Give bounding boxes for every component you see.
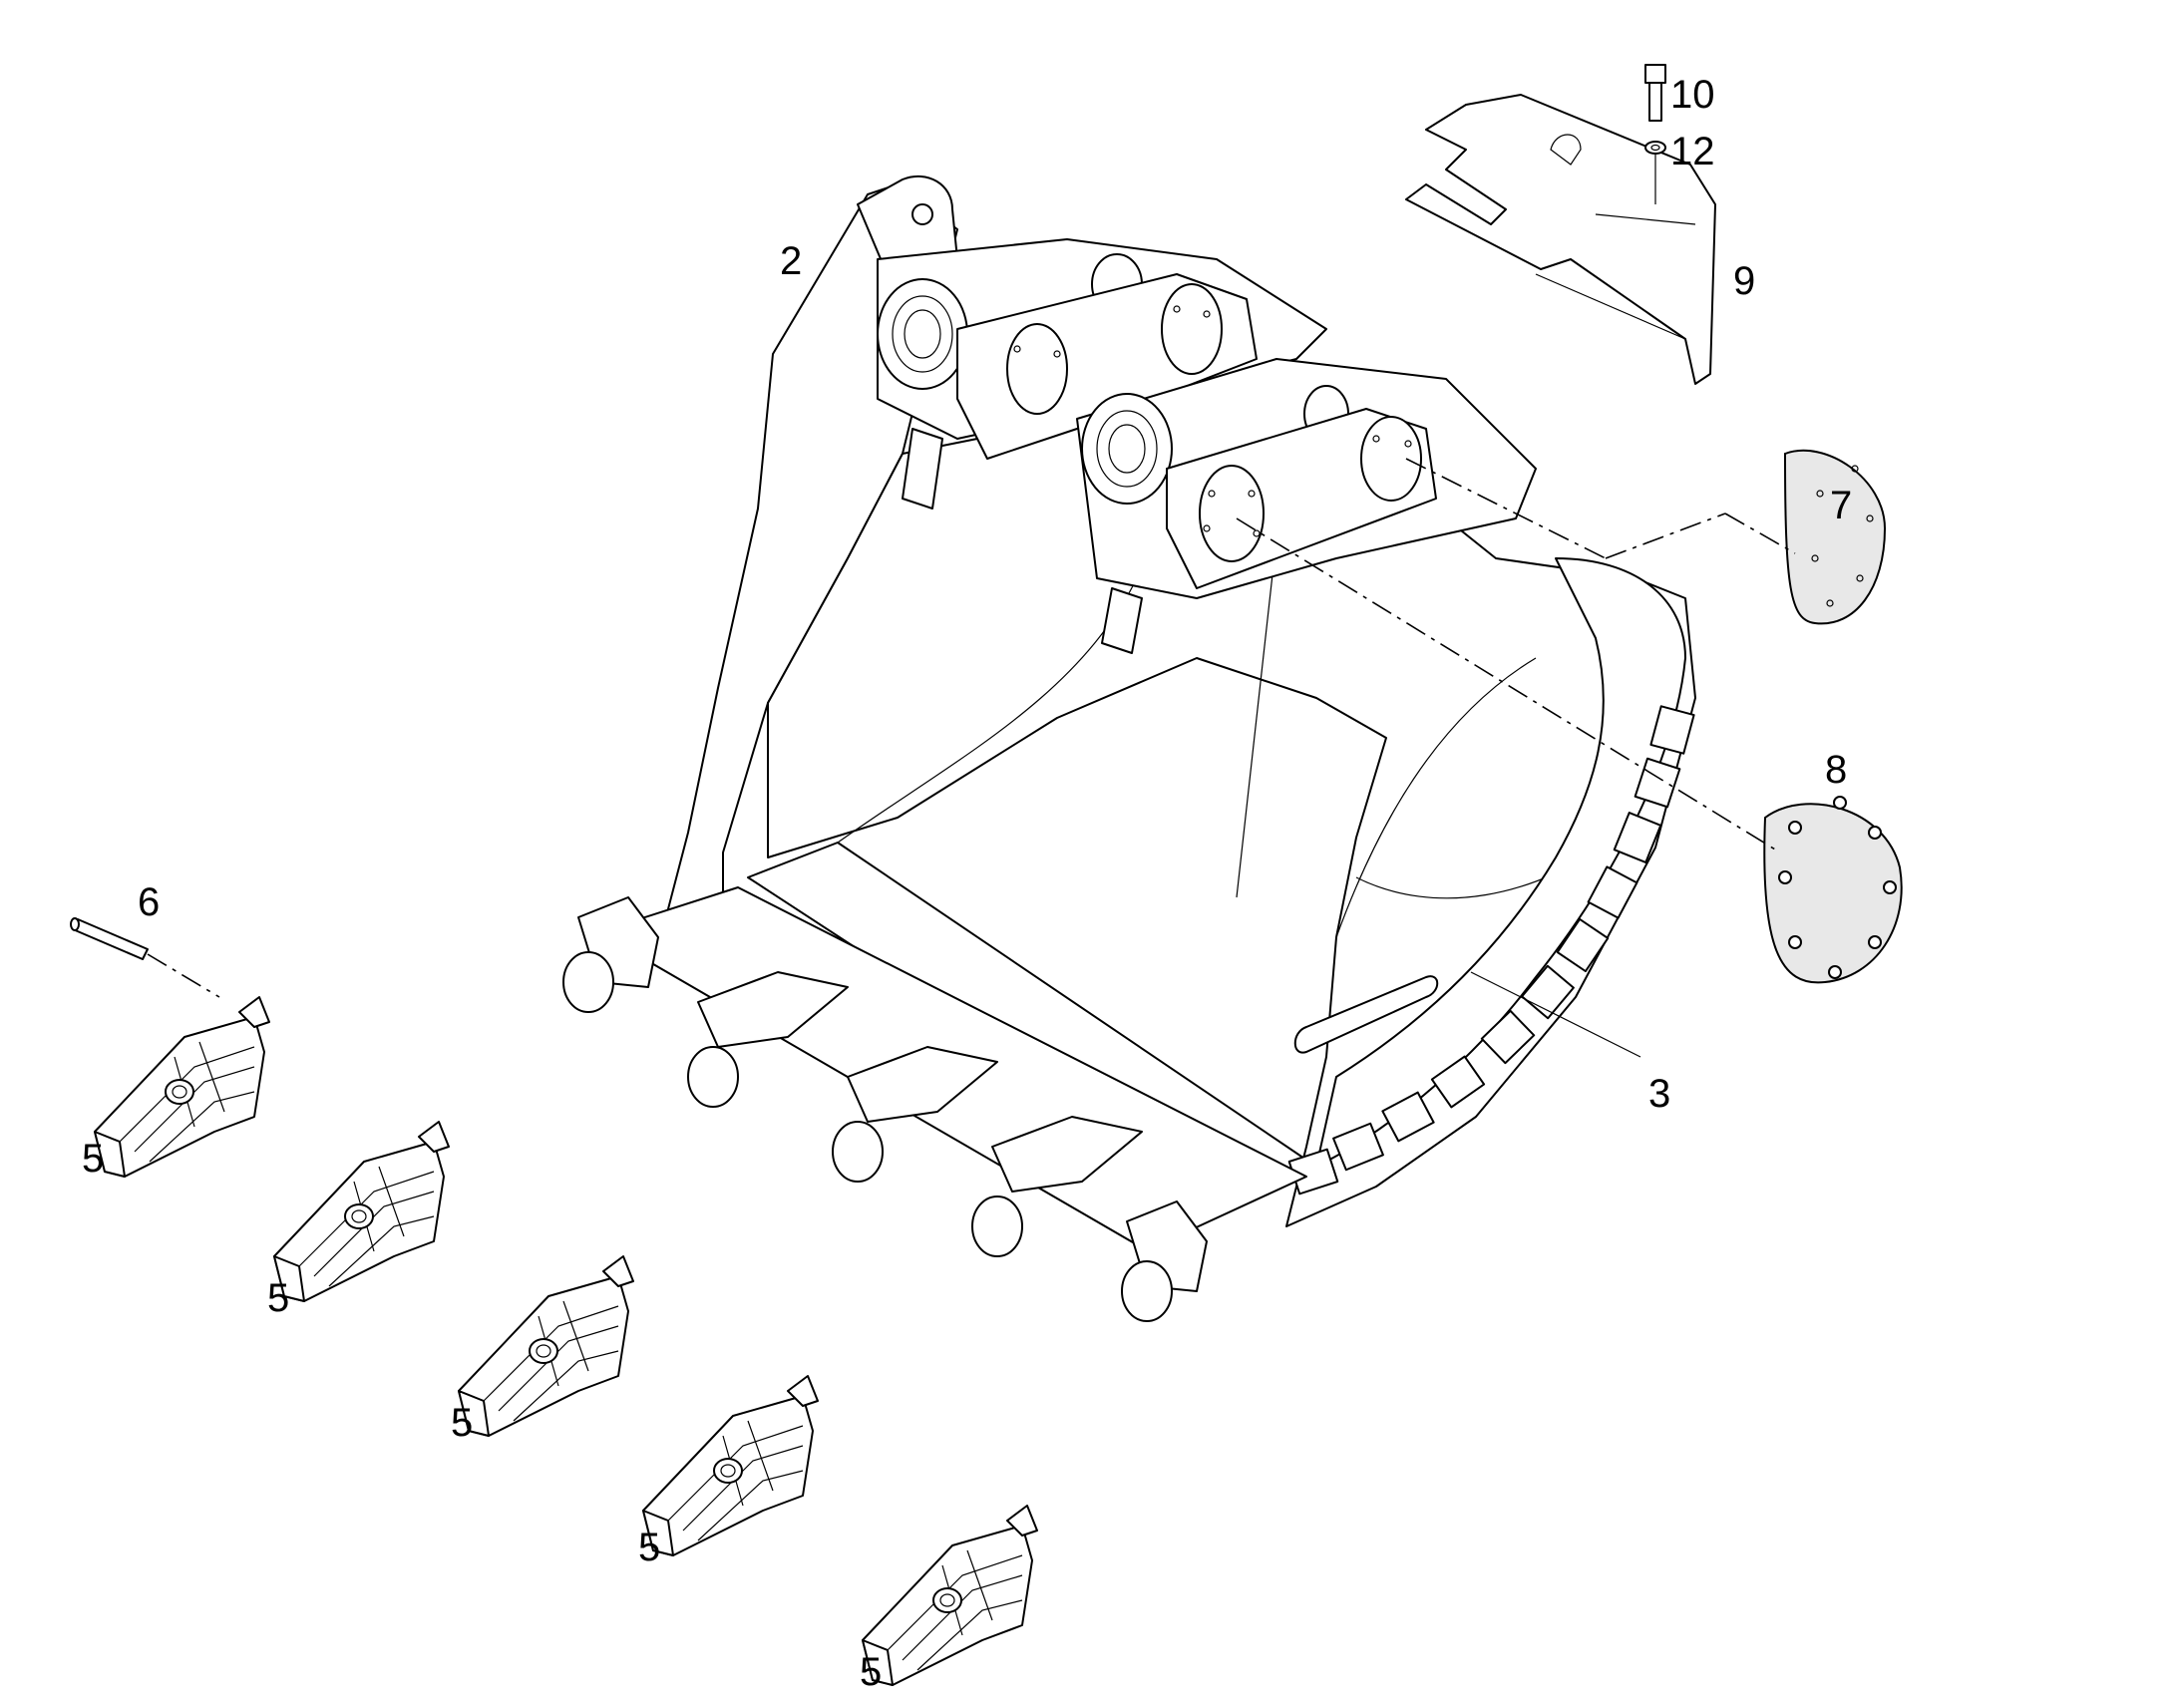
bolt-and-washer — [1644, 64, 1666, 204]
cap-7-disc — [1783, 449, 1887, 625]
cutting-edge — [562, 886, 1307, 1322]
callout-labels: 2 3 5 5 5 5 5 6 7 8 9 10 12 — [82, 73, 1852, 1694]
callout-10: 10 — [1670, 73, 1715, 117]
callout-2: 2 — [780, 239, 802, 283]
leader-lines — [147, 458, 1796, 1058]
bucket-linkage — [857, 174, 1537, 654]
callout-9: 9 — [1733, 259, 1755, 303]
bucket-side-slot — [1293, 975, 1439, 1054]
callout-3: 3 — [1648, 1072, 1670, 1116]
bolt-shank — [1648, 82, 1662, 122]
cap-bolt-holes — [1013, 305, 1412, 537]
callout-8: 8 — [1825, 748, 1847, 792]
tooth-3 — [458, 1255, 634, 1437]
tooth-2 — [273, 1121, 450, 1302]
cover-plate — [1405, 94, 1716, 385]
tooth-1 — [94, 996, 270, 1178]
tooth-4 — [642, 1375, 819, 1556]
retaining-pin — [70, 917, 149, 960]
callout-6: 6 — [138, 880, 160, 924]
callout-5-c: 5 — [451, 1401, 473, 1445]
callout-5-a: 5 — [82, 1137, 104, 1181]
callout-7: 7 — [1830, 484, 1852, 527]
tooth-5 — [862, 1505, 1038, 1686]
right-pin-boss — [1081, 393, 1173, 505]
callout-5-d: 5 — [638, 1526, 660, 1569]
bucket-right-side-plate — [1315, 557, 1686, 1168]
callout-5-b: 5 — [267, 1276, 289, 1320]
cap-8 — [1763, 796, 1903, 984]
cover-plate-body — [1405, 94, 1716, 385]
washer — [1644, 141, 1666, 155]
callout-5-e: 5 — [860, 1650, 882, 1694]
cap-7 — [1783, 449, 1887, 625]
bolt-head — [1644, 64, 1666, 84]
callout-12: 12 — [1670, 130, 1715, 173]
